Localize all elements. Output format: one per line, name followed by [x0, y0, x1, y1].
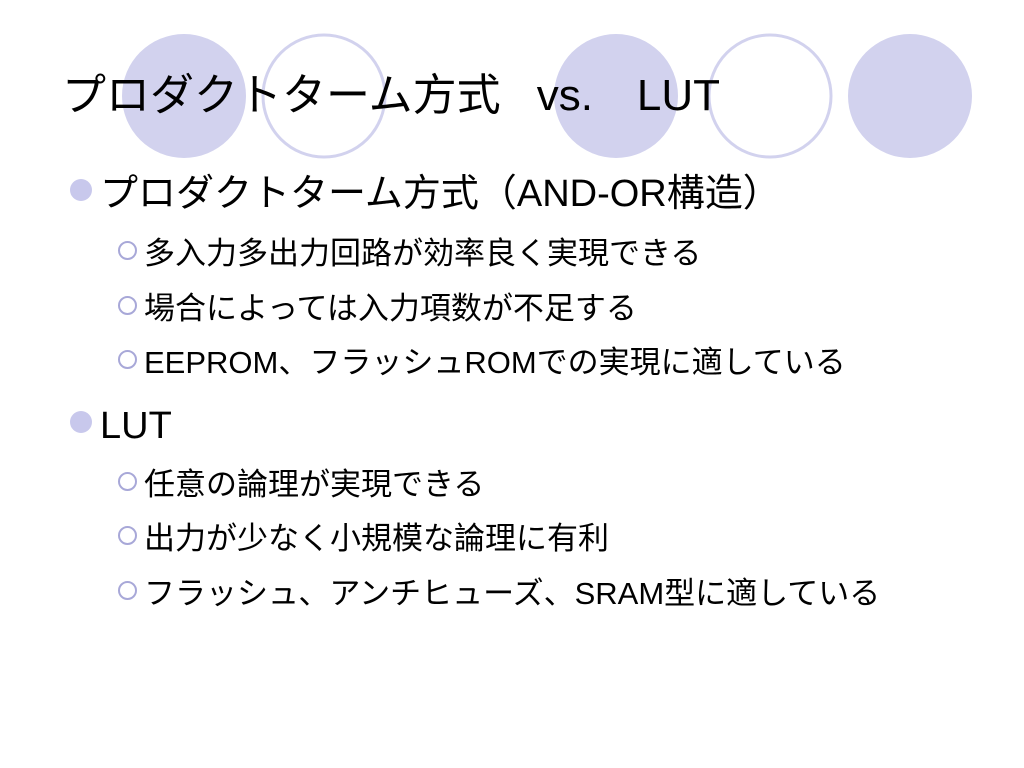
bullet-ring-icon — [118, 296, 137, 316]
title-main: プロダクトターム方式 — [62, 71, 501, 120]
bullet-product-term: プロダクトターム方式（AND-OR構造） — [70, 166, 781, 220]
bullet-disc-icon — [70, 410, 92, 433]
sub-bullet-text: フラッシュ、アンチヒューズ、SRAM型に適している — [144, 575, 881, 611]
sub-bullet-text: 出力が少なく小規模な論理に有利 — [144, 520, 609, 556]
sub-bullet: 出力が少なく小規模な論理に有利 — [118, 515, 609, 561]
bullet-disc-icon — [70, 178, 92, 201]
sub-bullet: 場合によっては入力項数が不足する — [118, 285, 637, 331]
bullet-lut: LUT — [70, 398, 172, 452]
title-rest: vs. LUT — [536, 71, 721, 120]
sub-bullet-text: 場合によっては入力項数が不足する — [144, 290, 637, 326]
bullet-ring-icon — [118, 241, 137, 261]
sub-bullet-text: 任意の論理が実現できる — [144, 466, 485, 502]
bullet-text: LUT — [100, 404, 172, 447]
sub-bullet-text: 多入力多出力回路が効率良く実現できる — [144, 235, 702, 271]
slide-title: プロダクトターム方式 vs. LUT — [62, 64, 720, 128]
bullet-ring-icon — [118, 526, 137, 546]
sub-bullet: フラッシュ、アンチヒューズ、SRAM型に適している — [118, 570, 880, 616]
bullet-text: プロダクトターム方式（AND-OR構造） — [100, 172, 781, 215]
sub-bullet-text: EEPROM、フラッシュROMでの実現に適している — [144, 344, 846, 380]
bullet-ring-icon — [118, 581, 137, 601]
sub-bullet: 任意の論理が実現できる — [118, 461, 484, 507]
sub-bullet: EEPROM、フラッシュROMでの実現に適している — [118, 339, 846, 385]
sub-bullet: 多入力多出力回路が効率良く実現できる — [118, 230, 701, 276]
bullet-ring-icon — [118, 472, 137, 492]
bullet-ring-icon — [118, 350, 137, 370]
